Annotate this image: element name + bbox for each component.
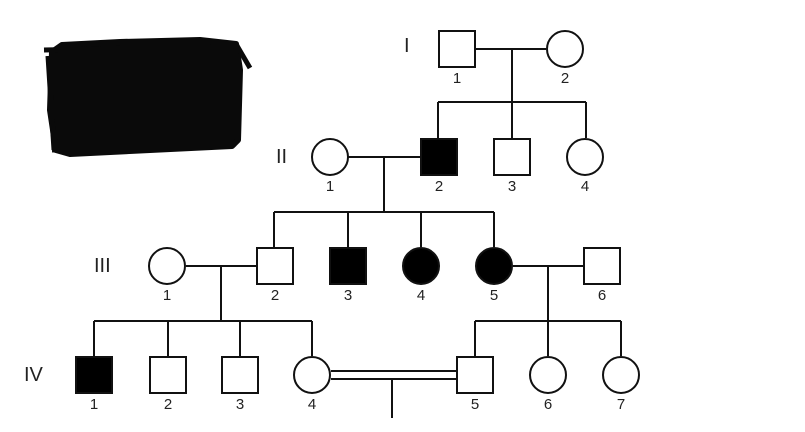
individual-IV-3: 3: [221, 356, 259, 413]
male-square-symbol: [149, 356, 187, 394]
individual-I-2: 2: [546, 30, 584, 87]
individual-number-label: 4: [308, 396, 316, 413]
affected-male-square-symbol: [420, 138, 458, 176]
individual-number-label: 2: [435, 178, 443, 195]
female-circle-symbol: [529, 356, 567, 394]
individual-number-label: 2: [164, 396, 172, 413]
male-square-symbol: [256, 247, 294, 285]
individual-number-label: 1: [453, 70, 461, 87]
individual-I-1: 1: [438, 30, 476, 87]
individual-III-1: 1: [148, 247, 186, 304]
individual-IV-1: 1: [75, 356, 113, 413]
female-circle-symbol: [311, 138, 349, 176]
individual-III-6: 6: [583, 247, 621, 304]
individual-number-label: 3: [236, 396, 244, 413]
female-circle-symbol: [566, 138, 604, 176]
female-circle-symbol: [546, 30, 584, 68]
generation-label-I: I: [404, 35, 410, 57]
pedigree-lines: [93, 48, 622, 418]
individual-II-4: 4: [566, 138, 604, 195]
individual-number-label: 1: [90, 396, 98, 413]
female-circle-symbol: [602, 356, 640, 394]
individual-IV-2: 2: [149, 356, 187, 413]
individual-IV-7: 7: [602, 356, 640, 413]
individual-II-2: 2: [420, 138, 458, 195]
individual-IV-5: 5: [456, 356, 494, 413]
individual-number-label: 1: [326, 178, 334, 195]
individual-IV-4: 4: [293, 356, 331, 413]
generation-label-IV: IV: [24, 364, 44, 386]
individual-number-label: 5: [471, 396, 479, 413]
generation-label-II: II: [276, 146, 287, 168]
male-square-symbol: [583, 247, 621, 285]
individual-IV-6: 6: [529, 356, 567, 413]
individual-number-label: 7: [617, 396, 625, 413]
redaction-scribble: [43, 37, 253, 157]
individual-number-label: 2: [561, 70, 569, 87]
individual-III-5: 5: [475, 247, 513, 304]
individual-number-label: 4: [581, 178, 589, 195]
individual-number-label: 1: [163, 287, 171, 304]
individual-number-label: 4: [417, 287, 425, 304]
affected-female-circle-symbol: [475, 247, 513, 285]
male-square-symbol: [456, 356, 494, 394]
individuals-layer: 1 2 1 2 3 4 1 2 3 4 5 6 1 2 3 4 5 6 7: [75, 30, 640, 413]
male-square-symbol: [221, 356, 259, 394]
individual-III-4: 4: [402, 247, 440, 304]
affected-female-circle-symbol: [402, 247, 440, 285]
affected-male-square-symbol: [75, 356, 113, 394]
male-square-symbol: [438, 30, 476, 68]
individual-number-label: 5: [490, 287, 498, 304]
individual-number-label: 6: [544, 396, 552, 413]
generation-label-III: III: [94, 255, 111, 277]
male-square-symbol: [493, 138, 531, 176]
individual-number-label: 3: [508, 178, 516, 195]
individual-number-label: 2: [271, 287, 279, 304]
female-circle-symbol: [148, 247, 186, 285]
individual-III-2: 2: [256, 247, 294, 304]
individual-II-1: 1: [311, 138, 349, 195]
individual-number-label: 3: [344, 287, 352, 304]
individual-II-3: 3: [493, 138, 531, 195]
affected-male-square-symbol: [329, 247, 367, 285]
individual-III-3: 3: [329, 247, 367, 304]
female-circle-symbol: [293, 356, 331, 394]
individual-number-label: 6: [598, 287, 606, 304]
